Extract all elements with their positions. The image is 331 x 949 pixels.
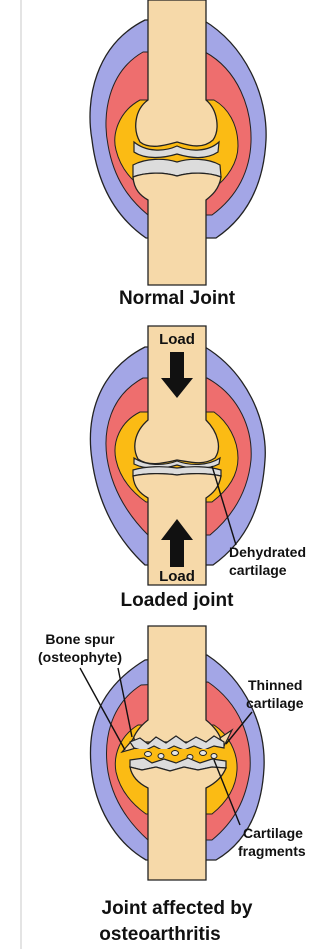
bone-spur-label-line2: (osteophyte) <box>38 649 122 665</box>
load-bottom-label: Load <box>159 568 195 585</box>
osteo-caption-line2: osteoarthritis <box>99 924 220 945</box>
normal-joint-panel: Normal Joint <box>90 0 266 309</box>
fragment <box>145 752 152 757</box>
thinned-label-line1: Thinned <box>248 677 302 693</box>
osteoarthritis-joint-panel: Bone spur (osteophyte) Thinned cartilage… <box>38 626 306 945</box>
loaded-joint-caption: Loaded joint <box>121 590 235 611</box>
fragment <box>158 754 164 759</box>
osteo-caption-line1: Joint affected by <box>102 898 253 919</box>
load-top-label: Load <box>159 331 195 348</box>
fragment <box>200 751 207 756</box>
thinned-label-line2: cartilage <box>246 695 304 711</box>
dehydrated-label-line2: cartilage <box>229 562 287 578</box>
fragments-label-line2: fragments <box>238 843 306 859</box>
bone-spur-label-line1: Bone spur <box>45 631 115 647</box>
loaded-joint-panel: Load Load Dehydrated cartilage Loaded jo… <box>90 326 306 611</box>
normal-joint-caption: Normal Joint <box>119 288 236 309</box>
fragments-label-line1: Cartilage <box>243 825 303 841</box>
upper-bone <box>136 0 217 146</box>
dehydrated-label-line1: Dehydrated <box>229 544 306 560</box>
fragment <box>172 751 179 756</box>
fragment <box>211 754 217 759</box>
